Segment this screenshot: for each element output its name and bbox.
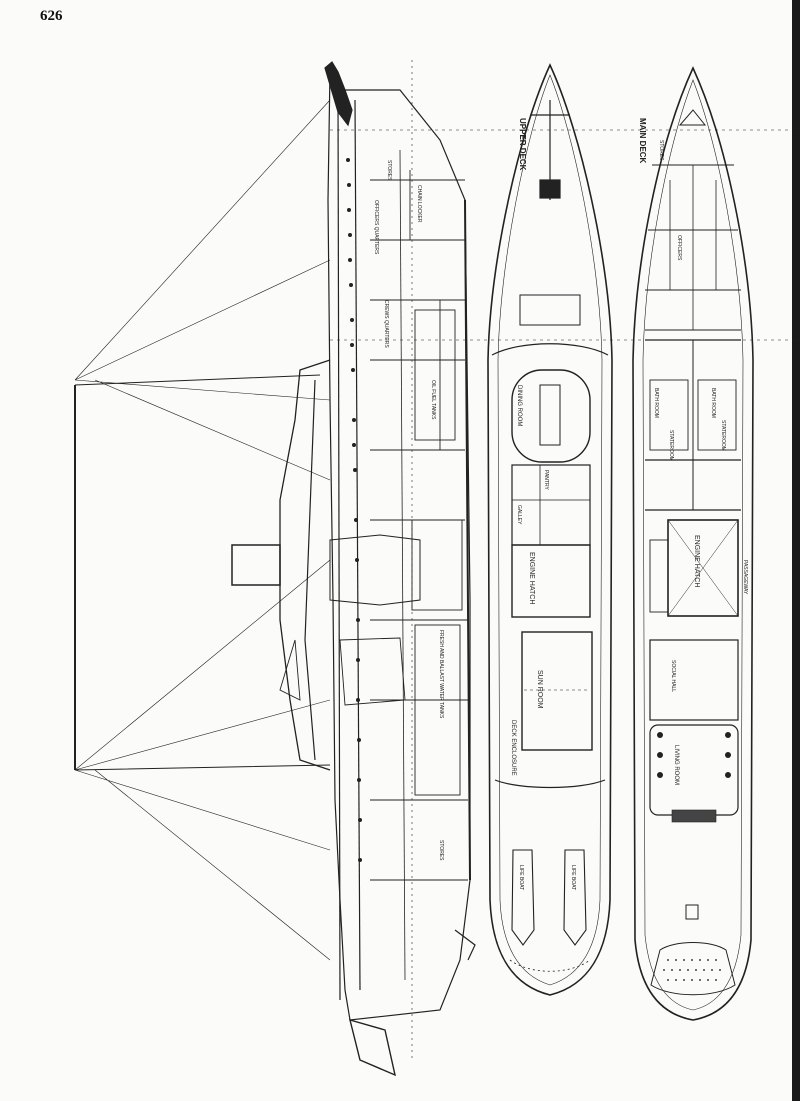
main-passageway-label: PASSAGEWAY <box>742 560 748 595</box>
superstructure <box>279 359 331 771</box>
profile-crews-quarters-label: CREWS QUARTERS <box>383 300 389 348</box>
stern-grating <box>650 942 736 996</box>
bow-ornament <box>324 61 353 127</box>
profile-stores-aft-label: STORES <box>438 840 444 861</box>
profile-chain-locker-label: CHAIN LOCKER <box>416 185 422 223</box>
profile-deck-line <box>337 89 341 1001</box>
upper-lifeboat-stbd-label: LIFE BOAT <box>570 865 576 890</box>
main-officers-label: OFFICERS <box>676 235 682 261</box>
profile-stores-fwd-label: STORES <box>386 160 392 181</box>
main-living-room-label: LIVING ROOM <box>673 745 679 785</box>
portholes <box>346 158 362 862</box>
funnel <box>231 544 281 586</box>
upper-deck-outline <box>487 63 613 996</box>
main-deck-outline <box>632 66 754 1021</box>
upper-engine-hatch-label: ENGINE HATCH <box>528 552 535 604</box>
upper-sun-room-label: SUN ROOM <box>536 670 543 709</box>
main-social-hall-label: SOCIAL HALL <box>670 660 676 692</box>
main-stateroom-1-label: STATEROOM <box>668 430 674 461</box>
profile-hull <box>327 69 471 1021</box>
lifeboat-stbd <box>563 849 587 946</box>
profile-fresh-water-tanks-label: FRESH AND BALLAST WATER TANKS <box>438 630 444 719</box>
upper-lifeboat-port-label: LIFE BOAT <box>518 865 524 890</box>
main-deck-title: MAIN DECK <box>638 118 647 164</box>
main-bathroom-2-label: BATH ROOM <box>710 388 716 418</box>
lifeboat-port <box>511 849 535 946</box>
page-number: 626 <box>40 8 63 24</box>
upper-galley-label: GALLEY <box>516 505 522 525</box>
rudder <box>349 1018 396 1077</box>
profile-oil-fuel-tanks-label: OIL FUEL TANKS <box>430 380 436 420</box>
upper-dining-room-label: DINING ROOM <box>516 385 522 426</box>
main-stores-label: STORES <box>658 140 664 161</box>
upper-deck-enclosure-label: DECK ENCLOSURE <box>510 720 516 776</box>
page-edge <box>792 0 800 1101</box>
upper-pantry-label: PANTRY <box>543 470 549 490</box>
profile-officers-quarters-label: OFFICERS QUARTERS <box>373 200 379 255</box>
upper-deck-plan <box>487 63 613 996</box>
profile-keel <box>464 199 471 881</box>
main-engine-hatch-label: ENGINE HATCH <box>693 535 700 587</box>
profile-view <box>74 60 800 1077</box>
main-stateroom-2-label: STATEROOM <box>720 420 726 451</box>
main-deck-plan <box>632 66 754 1021</box>
upper-deck-title: UPPER DECK <box>518 118 527 171</box>
main-bathroom-1-label: BATH ROOM <box>653 388 659 418</box>
rigging <box>74 99 331 961</box>
